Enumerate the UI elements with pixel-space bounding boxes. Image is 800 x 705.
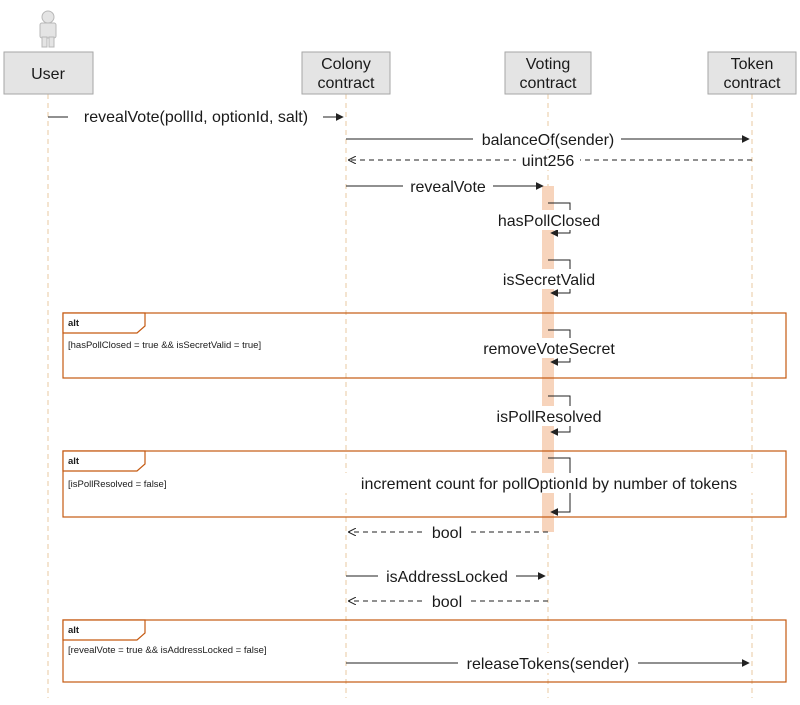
return-uint256-label: uint256 [522, 153, 575, 170]
message-balance-of-label: balanceOf(sender) [482, 132, 615, 149]
alt-fragment-1-tag: alt [68, 318, 80, 329]
self-message-is-secret-valid: isSecretValid [496, 259, 602, 297]
participant-colony-label-line2: contract [318, 75, 375, 92]
alt-fragment-2-tag: alt [68, 456, 80, 467]
return-bool-1: bool [349, 522, 548, 542]
alt-fragment-1-guard: [hasPollClosed = true && isSecretValid =… [68, 340, 261, 351]
message-is-address-locked: isAddressLocked [346, 566, 546, 586]
self-message-is-poll-resolved-label: isPollResolved [497, 409, 602, 426]
self-message-is-secret-valid-label: isSecretValid [503, 272, 595, 289]
message-reveal-vote-label: revealVote [410, 179, 486, 196]
return-uint256: uint256 [349, 150, 752, 170]
message-reveal-vote: revealVote [346, 176, 544, 196]
return-bool-1-label: bool [432, 525, 462, 542]
message-is-address-locked-label: isAddressLocked [386, 569, 508, 586]
self-message-remove-vote-secret: removeVoteSecret [474, 329, 624, 366]
participant-user-label: User [31, 66, 65, 83]
alt-fragment-3: alt [revealVote = true && isAddressLocke… [62, 619, 787, 683]
message-reveal-vote-call: revealVote(pollId, optionId, salt) [48, 106, 344, 126]
return-bool-2-label: bool [432, 594, 462, 611]
participant-token-label-line2: contract [724, 75, 781, 92]
message-reveal-vote-call-label: revealVote(pollId, optionId, salt) [84, 109, 308, 126]
alt-fragment-1: alt [hasPollClosed = true && isSecretVal… [62, 312, 787, 379]
self-message-has-poll-closed: hasPollClosed [493, 202, 605, 237]
participant-user: User [3, 51, 94, 95]
self-message-increment-count: increment count for pollOptionId by numb… [330, 457, 767, 516]
alt-fragment-2: alt [isPollResolved = false] [62, 450, 787, 518]
self-message-is-poll-resolved: isPollResolved [490, 395, 608, 436]
message-balance-of: balanceOf(sender) [346, 129, 750, 149]
self-message-has-poll-closed-label: hasPollClosed [498, 213, 600, 230]
message-release-tokens: releaseTokens(sender) [346, 653, 750, 673]
participant-voting-label-line1: Voting [526, 56, 570, 73]
self-message-remove-vote-secret-label: removeVoteSecret [483, 341, 615, 358]
participant-colony-label-line1: Colony [321, 56, 371, 73]
user-actor-icon [39, 10, 57, 48]
participant-colony-contract: Colony contract [301, 51, 391, 95]
return-bool-2: bool [349, 591, 548, 611]
participant-voting-contract: Voting contract [504, 51, 592, 95]
participant-token-label-line1: Token [731, 56, 774, 73]
alt-fragment-3-tag: alt [68, 625, 80, 636]
self-message-increment-count-label: increment count for pollOptionId by numb… [361, 476, 737, 493]
alt-fragment-2-guard: [isPollResolved = false] [68, 479, 166, 490]
alt-fragment-3-guard: [revealVote = true && isAddressLocked = … [68, 645, 267, 656]
participant-voting-label-line2: contract [520, 75, 577, 92]
participant-token-contract: Token contract [707, 51, 797, 95]
message-release-tokens-label: releaseTokens(sender) [467, 656, 630, 673]
